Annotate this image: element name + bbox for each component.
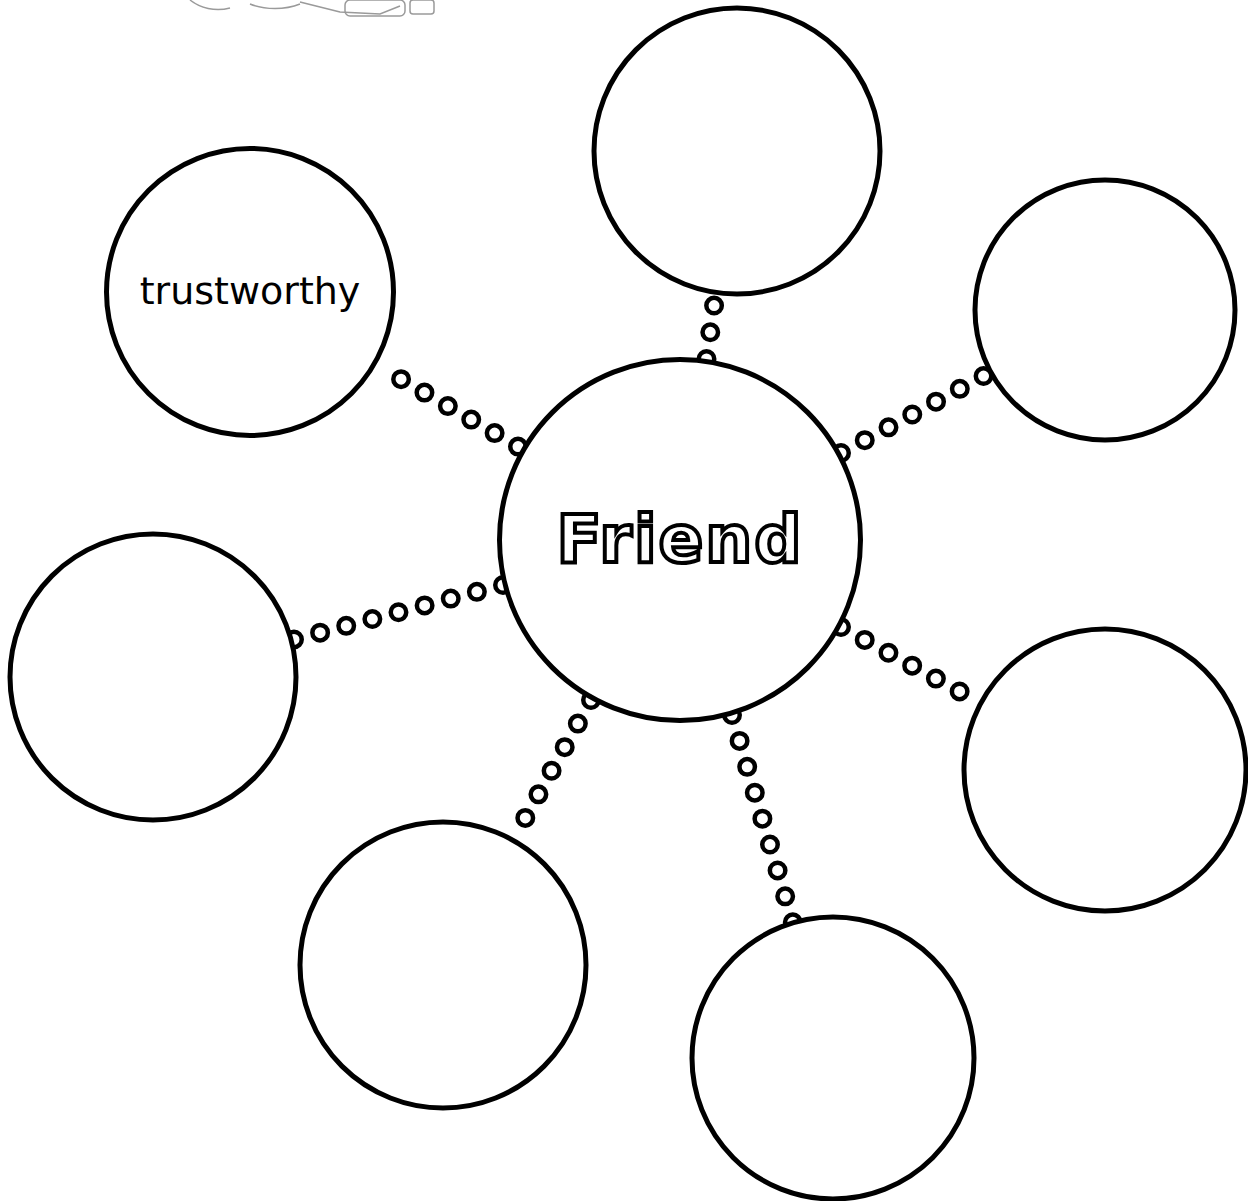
sketch-fragment bbox=[190, 0, 434, 16]
dotted-connector-group bbox=[380, 367, 518, 447]
center-circle: Friend bbox=[497, 357, 863, 723]
circle-shape bbox=[107, 149, 394, 436]
trait-circle: trustworthy bbox=[104, 146, 396, 438]
connector-ring-hole bbox=[380, 367, 518, 447]
dotted-connector bbox=[380, 367, 518, 447]
empty-circle bbox=[10, 8, 1246, 1199]
center-word: Friend bbox=[556, 504, 803, 577]
circle-shape bbox=[500, 360, 861, 721]
trait-word: trustworthy bbox=[140, 271, 361, 313]
